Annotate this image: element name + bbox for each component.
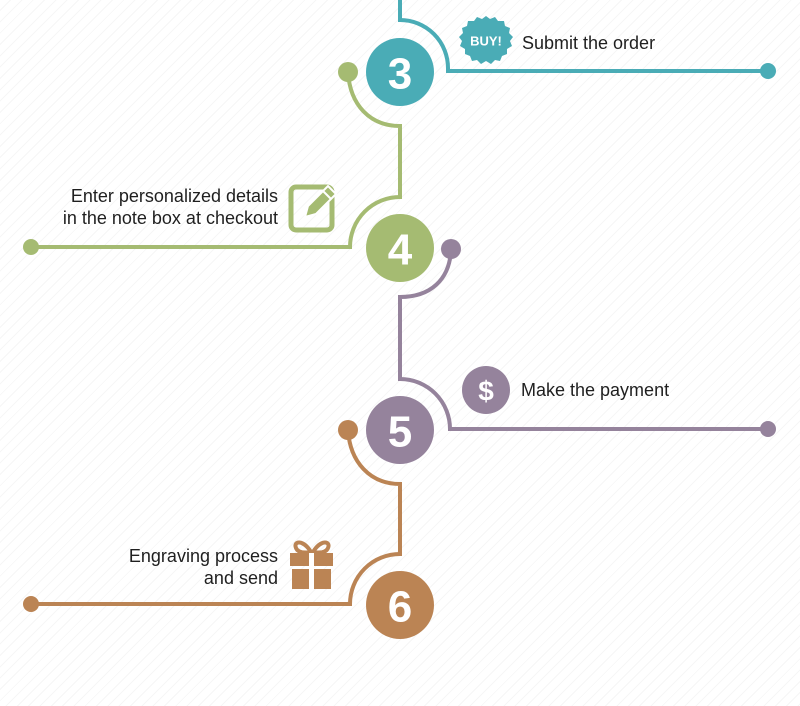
step-3-number: 3 — [388, 50, 412, 99]
step-4-start-dot — [338, 62, 358, 82]
step-6-start-dot — [338, 420, 358, 440]
step-4-number: 4 — [388, 226, 413, 275]
step-5-start-dot — [441, 239, 461, 259]
step-3-end-dot — [760, 63, 776, 79]
edit-note-icon — [288, 184, 338, 233]
step-6-label-line-1: Engraving process — [128, 546, 278, 566]
step-5-number: 5 — [388, 408, 412, 457]
step-4-connector — [31, 71, 402, 249]
step-6-label-line-2: and send — [203, 568, 278, 588]
step-4-label-line-2: in the note box at checkout — [62, 208, 278, 228]
step-3-connector — [398, 0, 768, 73]
dollar-icon: $ — [462, 366, 510, 414]
step-6-label: Engraving process and send — [129, 545, 278, 589]
step-4-label-line-1: Enter personalized details — [70, 186, 278, 206]
buy-badge-icon: BUY! — [459, 16, 513, 64]
step-6-connector — [31, 429, 402, 606]
step-5-circle: 5 — [366, 396, 434, 464]
step-3-label-line-1: Submit the order — [522, 33, 656, 53]
step-3-circle: 3 — [366, 38, 434, 106]
step-6-end-dot — [23, 596, 39, 612]
step-5-end-dot — [760, 421, 776, 437]
step-3-label: Submit the order — [522, 32, 655, 54]
step-4-circle: 4 — [366, 214, 434, 282]
step-5-label: Make the payment — [521, 379, 669, 401]
step-5-connector — [398, 248, 768, 431]
step-5-label-line-1: Make the payment — [521, 380, 670, 400]
dollar-symbol: $ — [478, 376, 494, 407]
step-6-circle: 6 — [366, 571, 434, 639]
gift-icon — [290, 540, 333, 589]
step-6-number: 6 — [388, 583, 412, 632]
step-4-end-dot — [23, 239, 39, 255]
buy-badge-text: BUY! — [470, 34, 502, 49]
step-4-label: Enter personalized details in the note b… — [63, 185, 278, 229]
